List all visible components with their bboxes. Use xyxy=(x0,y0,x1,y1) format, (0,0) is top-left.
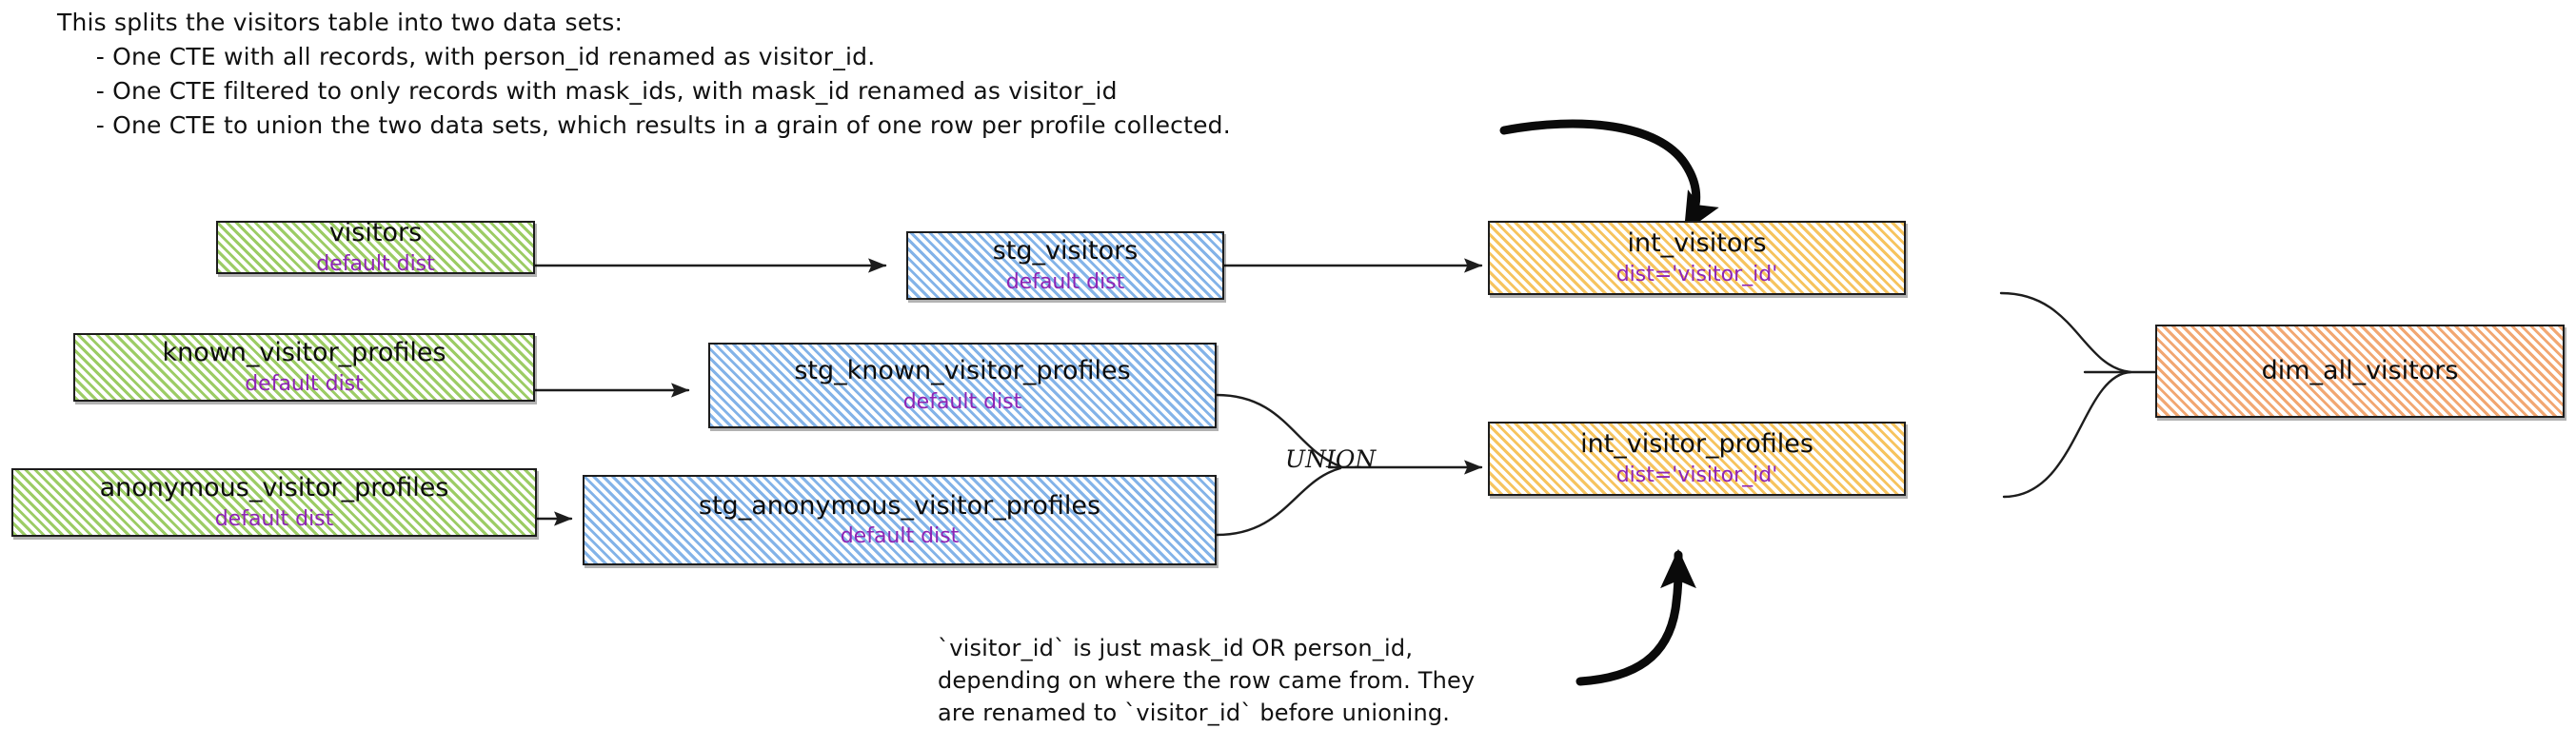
edge-stg-anonymous-to-union xyxy=(1215,466,1342,537)
node-anonymous-visitor-profiles[interactable]: anonymous_visitor_profiles default dist xyxy=(11,468,537,537)
top-annotation-text: This splits the visitors table into two … xyxy=(57,9,1231,139)
node-visitors[interactable]: visitors default dist xyxy=(216,218,535,276)
node-dim-all-visitors-title: dim_all_visitors xyxy=(2261,355,2459,385)
bottom-annotation-text: `visitor_id` is just mask_id OR person_i… xyxy=(938,635,1476,726)
edge-int-visitors-to-dim xyxy=(1999,291,2132,374)
node-stg-known-visitor-profiles-subtitle: default dist xyxy=(902,389,1022,414)
edge-label-union: UNION xyxy=(1285,445,1377,473)
node-anonymous-visitor-profiles-subtitle: default dist xyxy=(214,506,334,531)
node-dim-all-visitors[interactable]: dim_all_visitors xyxy=(2155,325,2565,418)
node-visitors-title: visitors xyxy=(328,218,423,248)
node-visitors-subtitle: default dist xyxy=(316,251,435,276)
node-stg-visitors-subtitle: default dist xyxy=(1005,269,1125,294)
node-int-visitors-title: int_visitors xyxy=(1627,228,1767,259)
node-known-visitor-profiles-subtitle: default dist xyxy=(245,371,364,396)
node-int-visitor-profiles-subtitle: dist='visitor_id' xyxy=(1615,463,1778,487)
edge-int-visitor-profiles-to-dim xyxy=(2002,370,2132,499)
node-known-visitor-profiles-title: known_visitor_profiles xyxy=(162,338,446,368)
node-int-visitor-profiles-title: int_visitor_profiles xyxy=(1580,429,1813,460)
node-stg-known-visitor-profiles-title: stg_known_visitor_profiles xyxy=(794,356,1131,386)
node-stg-visitors-title: stg_visitors xyxy=(992,236,1139,266)
node-stg-visitors[interactable]: stg_visitors default dist xyxy=(906,231,1224,300)
node-anonymous-visitor-profiles-title: anonymous_visitor_profiles xyxy=(99,473,449,503)
node-known-visitor-profiles[interactable]: known_visitor_profiles default dist xyxy=(73,333,535,402)
annotation-arrow-bottom xyxy=(1575,548,1696,686)
node-stg-known-visitor-profiles[interactable]: stg_known_visitor_profiles default dist xyxy=(708,343,1217,428)
node-stg-anonymous-visitor-profiles-title: stg_anonymous_visitor_profiles xyxy=(698,490,1101,521)
node-int-visitor-profiles[interactable]: int_visitor_profiles dist='visitor_id' xyxy=(1488,422,1906,496)
node-stg-anonymous-visitor-profiles-subtitle: default dist xyxy=(840,524,960,549)
annotation-arrow-top xyxy=(1499,119,1719,233)
node-int-visitors[interactable]: int_visitors dist='visitor_id' xyxy=(1488,221,1906,295)
node-stg-anonymous-visitor-profiles[interactable]: stg_anonymous_visitor_profiles default d… xyxy=(583,475,1217,565)
node-int-visitors-subtitle: dist='visitor_id' xyxy=(1615,262,1778,286)
